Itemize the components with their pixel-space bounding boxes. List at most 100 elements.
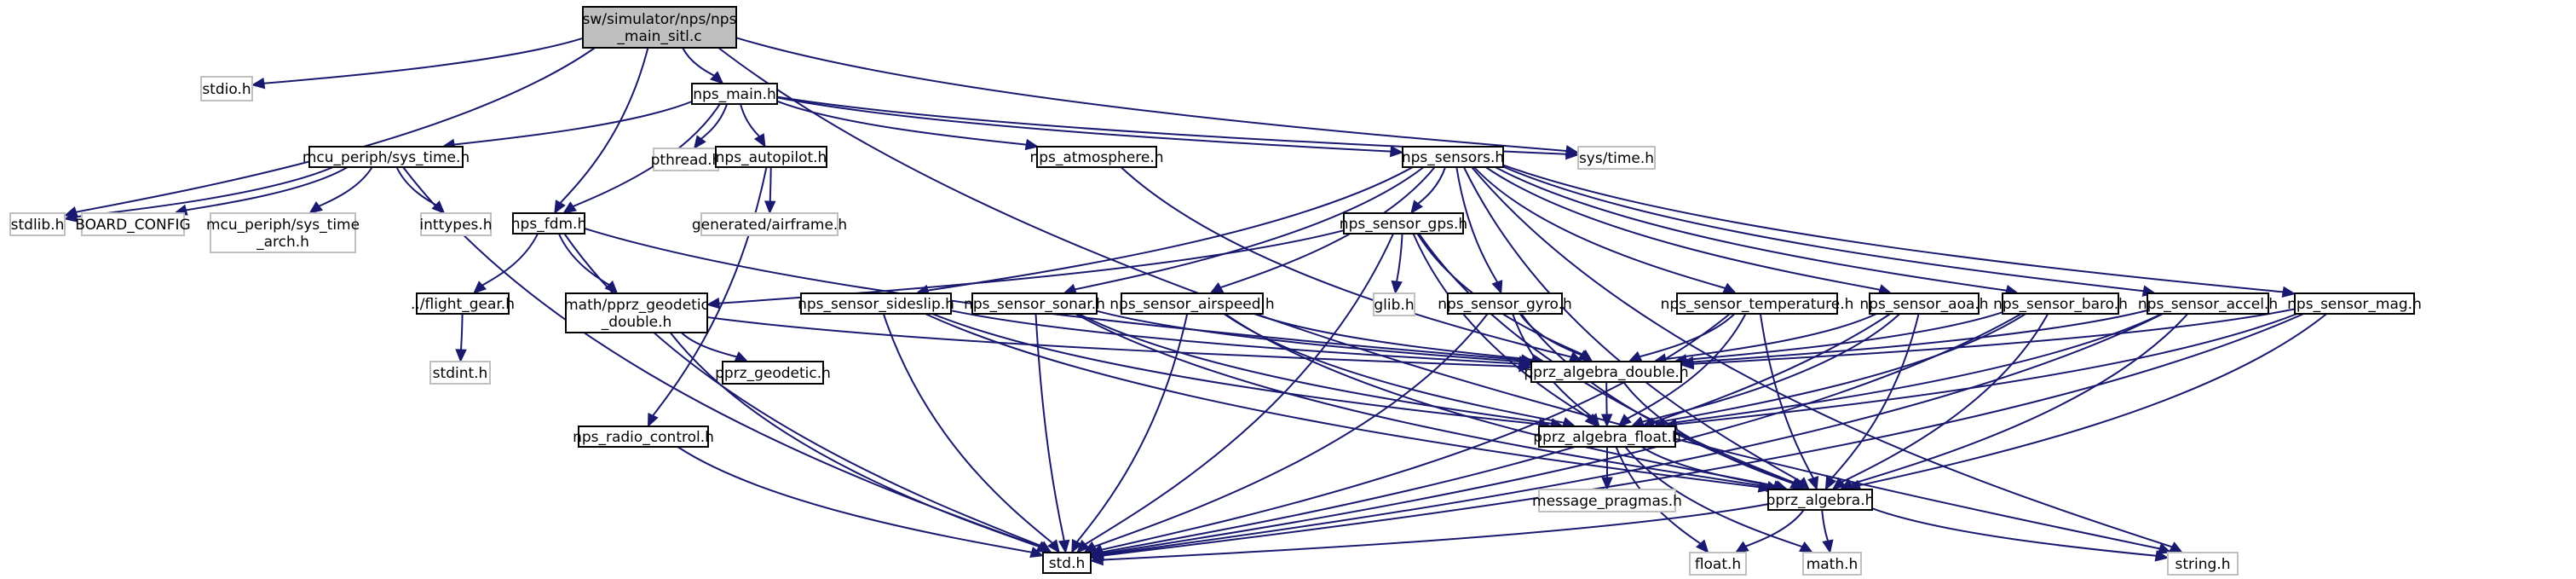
node-box [429,361,491,385]
edge-nps-sensor-temperature-to-pprz-algebra [1759,313,1819,491]
edge-pprz-algebra-to-float-h [1734,509,1805,553]
node-nps-radio-control[interactable]: nps_radio_control.h [573,426,714,448]
node-box [800,292,952,315]
edge-line [563,233,1042,547]
node-systime-h: sys/time.h [1577,146,1656,170]
node-nps-sensors[interactable]: nps_sensors.h [1402,146,1504,168]
edge-nps-main-to-mcu-systime [441,101,693,151]
edge-line [1676,313,2297,426]
node-nps-autopilot[interactable]: nps_autopilot.h [715,146,827,168]
edge-line [735,37,1567,152]
node-label: nps_sensor_sonar.h [964,296,1105,313]
node-nps-sensor-gps[interactable]: nps_sensor_gps.h [1340,212,1467,234]
edge-line [1821,509,1829,541]
node-label: _double.h [601,314,672,331]
arrowhead [706,297,721,310]
arrowhead [1089,553,1104,566]
arrowhead [753,133,766,148]
edge-line [682,47,715,77]
node-nps-sensor-accel[interactable]: nps_sensor_accel.h [2138,292,2278,315]
edge-nps-sensor-mag-to-pprz-algebra [1847,313,2327,491]
node-nps-fdm[interactable]: nps_fdm.h [511,212,586,234]
edge-nps-fdm-to-std [563,233,1052,553]
arrowhead [1734,541,1749,553]
edge-line [1102,313,2164,556]
node-pprz-algebra-float[interactable]: pprz_algebra_float.h [1533,426,1681,448]
edge-line [1034,313,1065,541]
node-pprz-algebra[interactable]: pprz_algebra.h [1766,489,1875,511]
node-nps-sensor-gyro[interactable]: nps_sensor_gyro.h [1438,292,1572,315]
node-label: nps_sensor_aoa.h [1859,296,1988,313]
node-nps-sensor-temperature[interactable]: nps_sensor_temperature.h [1661,292,1854,315]
edge-line [460,313,464,350]
node-std[interactable]: std.h [1042,552,1092,574]
arrowhead [2168,541,2184,553]
arrowhead [1491,280,1503,295]
node-box [700,212,838,236]
node-nps-atmosphere[interactable]: nps_atmosphere.h [1029,146,1164,168]
node-label: mcu_periph/sys_time.h [303,149,470,166]
edge-line [1102,313,1891,553]
node-box [1689,552,1747,576]
edge-line [1085,233,1395,545]
edge-line [1102,503,1769,561]
edge-line [769,166,772,202]
edge-nps-main-to-nps-atmosphere [776,100,1040,151]
node-nps-sensor-sonar[interactable]: nps_sensor_sonar.h [964,292,1105,315]
edge-nps-sensor-temperature-to-pprz-algebra-double [1628,313,1736,362]
node-label: BOARD_CONFIG [75,217,190,234]
edge-line [1502,165,2144,292]
arrowhead [1807,476,1819,491]
edge-line [453,101,693,146]
edge-line [1455,166,1498,283]
arrowhead [734,351,749,362]
edge-nps-sensor-sideslip-to-std [882,313,1060,554]
edge-line [76,166,334,218]
node-box [1036,146,1157,168]
arrowhead [764,200,776,215]
edge-nps-main-to-nps-autopilot [740,103,766,148]
node-mcu-systime[interactable]: mcu_periph/sys_time.h [303,146,470,168]
node-nps-sensor-mag[interactable]: nps_sensor_mag.h [2287,292,2422,315]
edge-nps-sensor-baro-to-pprz-algebra-double [1673,311,2003,366]
node-box [1577,146,1656,170]
node-label: _arch.h [256,234,309,251]
edge-pprz-algebra-to-std [1089,503,1769,566]
edge-line [1830,313,1920,480]
node-nps-sensor-baro[interactable]: nps_sensor_baro.h [1993,292,2128,315]
node-box [1343,212,1464,234]
node-box [81,212,185,236]
edge-nps-sensor-sideslip-to-pprz-algebra [925,313,1772,493]
edge-nps-main-to-nps-fdm [562,103,721,214]
node-box [1042,552,1092,574]
edge-root-to-stdlib [63,47,596,217]
edge-line [1220,166,1436,289]
node-pprz-geodetic[interactable]: pprz_geodetic.h [715,361,831,385]
edge-line [706,316,1520,368]
node-nps-main[interactable]: nps_main.h [691,83,778,105]
edge-mcu-systime-to-inttypes [395,166,446,214]
node-box [1447,292,1563,315]
node-nps-sensor-airspeed[interactable]: nps_sensor_airspeed.h [1109,292,1275,315]
node-pprz-algebra-double[interactable]: pprz_algebra_double.h [1524,361,1689,383]
node-label: ../flight_gear.h [411,296,515,313]
edge-line [1075,313,1768,488]
edge-line [740,103,760,137]
edge-nps-sensors-to-nps-sensor-accel [1502,165,2157,297]
arrowhead [2154,550,2170,562]
edge-line [1759,313,1814,479]
arrowhead [1680,357,1695,370]
edge-nps-sensors-to-nps-sensor-aoa [1485,166,1893,296]
node-pprz-geodetic-double[interactable]: math/pprz_geodetic_double.h [564,292,709,333]
edge-nps-sensor-airspeed-to-std [1071,313,1189,554]
arrowhead [1410,200,1424,215]
node-box [1869,292,1980,315]
edge-line [700,103,729,140]
node-flight-gear[interactable]: ../flight_gear.h [411,292,515,315]
node-nps-sensor-aoa[interactable]: nps_sensor_aoa.h [1859,292,1989,315]
node-nps-sensor-sideslip[interactable]: nps_sensor_sideslip.h [798,292,954,315]
edge-nps-sensors-to-nps-sensor-gps [1410,166,1447,215]
node-label: pprz_algebra.h [1766,492,1875,509]
node-label: nps_atmosphere.h [1029,149,1163,166]
